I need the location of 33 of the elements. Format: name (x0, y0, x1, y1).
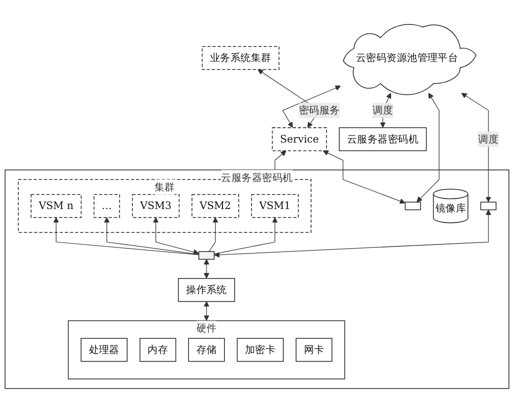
arrow (53, 217, 200, 256)
arrow (282, 85, 341, 128)
node-box: 处理器 (80, 338, 128, 362)
arrow (214, 217, 278, 254)
arrow (416, 92, 440, 202)
arrow (152, 217, 199, 255)
node-box: VSM n (30, 194, 82, 218)
arrow (204, 259, 210, 278)
arrow (208, 217, 218, 252)
edge-label: 密码服务 (298, 104, 340, 116)
node-box: VSM3 (132, 194, 180, 218)
node-box: 存储 (188, 338, 225, 362)
node-box: VSM2 (192, 194, 240, 218)
node-box: 云服务器密码机 (338, 127, 427, 152)
arrow (214, 210, 492, 258)
node-box (480, 202, 496, 210)
arrow (461, 92, 492, 202)
node-box (404, 202, 421, 210)
node-box: 业务系统集群 (202, 46, 280, 70)
node-bar (198, 251, 215, 260)
node-box: Service (272, 127, 327, 152)
node-box: … (94, 194, 120, 218)
edge-label: 调度 (478, 132, 499, 145)
arrow (104, 217, 200, 255)
arrow (322, 150, 406, 204)
arrow (380, 92, 392, 128)
node-box: VSM1 (251, 194, 299, 218)
node-box: 网卡 (296, 338, 332, 362)
node-box: 内存 (140, 338, 176, 362)
node-box: 加密卡 (236, 338, 284, 362)
edge-label: 调度 (372, 104, 394, 116)
node-box: 操作系统 (178, 278, 236, 302)
arrow (204, 301, 210, 321)
